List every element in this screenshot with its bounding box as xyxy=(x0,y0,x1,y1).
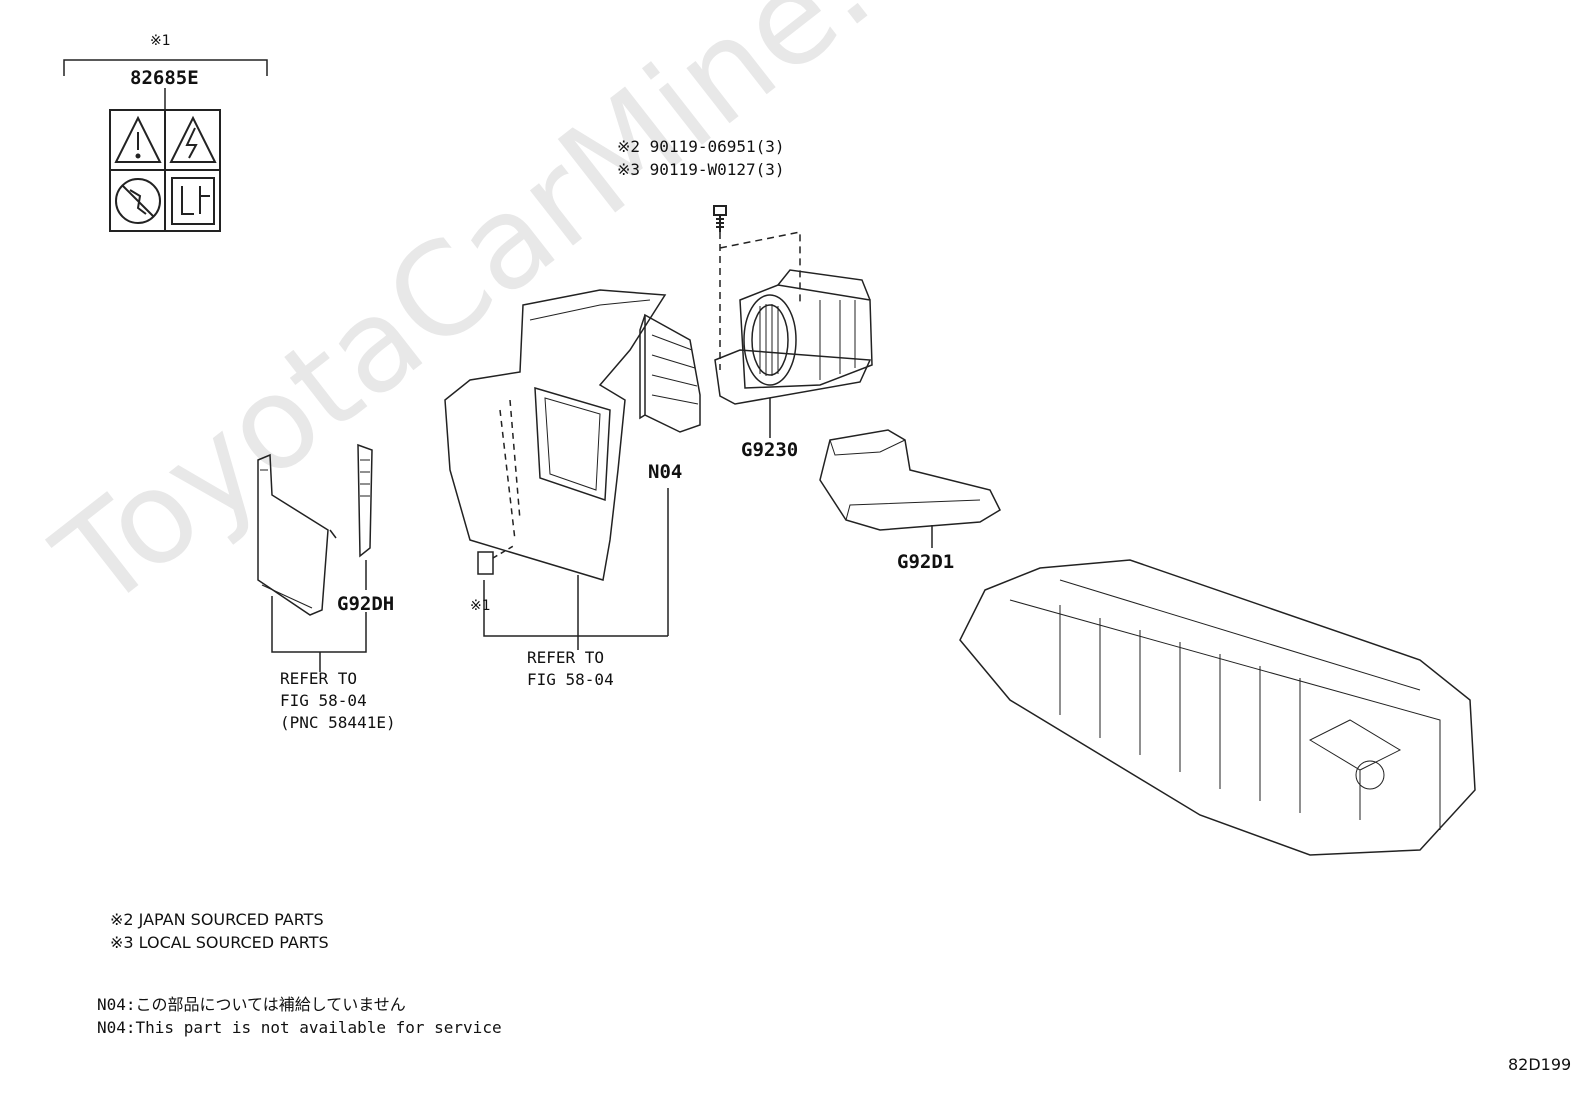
part-number-N04: N04 xyxy=(648,461,683,483)
leader-bolt xyxy=(719,231,801,370)
refer-left-line1: REFER TO xyxy=(280,669,358,688)
blower-g9230 xyxy=(714,269,873,405)
figure-id: 82D199 xyxy=(1508,1055,1572,1074)
duct-n04 xyxy=(639,313,701,433)
small-label xyxy=(477,551,494,575)
rear-panel xyxy=(444,289,667,581)
g92dh-strip xyxy=(357,443,373,558)
refer-left-line3: (PNC 58441E) xyxy=(280,713,396,732)
note-local-sourced: ※3 LOCAL SOURCED PARTS xyxy=(110,933,329,952)
refer-mid-line1: REFER TO xyxy=(527,648,605,667)
left-panel xyxy=(257,453,337,616)
note-n04-japanese: N04:この部品については補給していません xyxy=(97,995,406,1014)
part-number-82685E: 82685E xyxy=(130,67,199,89)
note-japan-sourced: ※2 JAPAN SOURCED PARTS xyxy=(110,910,324,929)
part-number-G92DH: G92DH xyxy=(337,593,395,615)
hybrid-battery-pack xyxy=(959,559,1476,856)
bolt-part-line1: ※2 90119-06951(3) xyxy=(617,137,785,156)
refer-left-line2: FIG 58-04 xyxy=(280,691,367,710)
bolt-part-line2: ※3 90119-W0127(3) xyxy=(617,160,785,179)
duct-g92d1 xyxy=(819,429,1001,531)
label-bracket xyxy=(63,59,268,76)
part-number-G92D1: G92D1 xyxy=(897,551,955,573)
note-n04-english: N04:This part is not available for servi… xyxy=(97,1018,502,1037)
leader-bracket-mid xyxy=(483,580,668,637)
refer-mid-line2: FIG 58-04 xyxy=(527,670,614,689)
note1-small: ※1 xyxy=(470,598,491,614)
part-number-G9230: G9230 xyxy=(741,439,799,461)
warning-label xyxy=(109,109,221,232)
leader-bracket-left xyxy=(271,596,367,653)
bolt xyxy=(713,205,727,232)
leader-small-label xyxy=(492,544,516,559)
note1-top: ※1 xyxy=(150,33,171,49)
